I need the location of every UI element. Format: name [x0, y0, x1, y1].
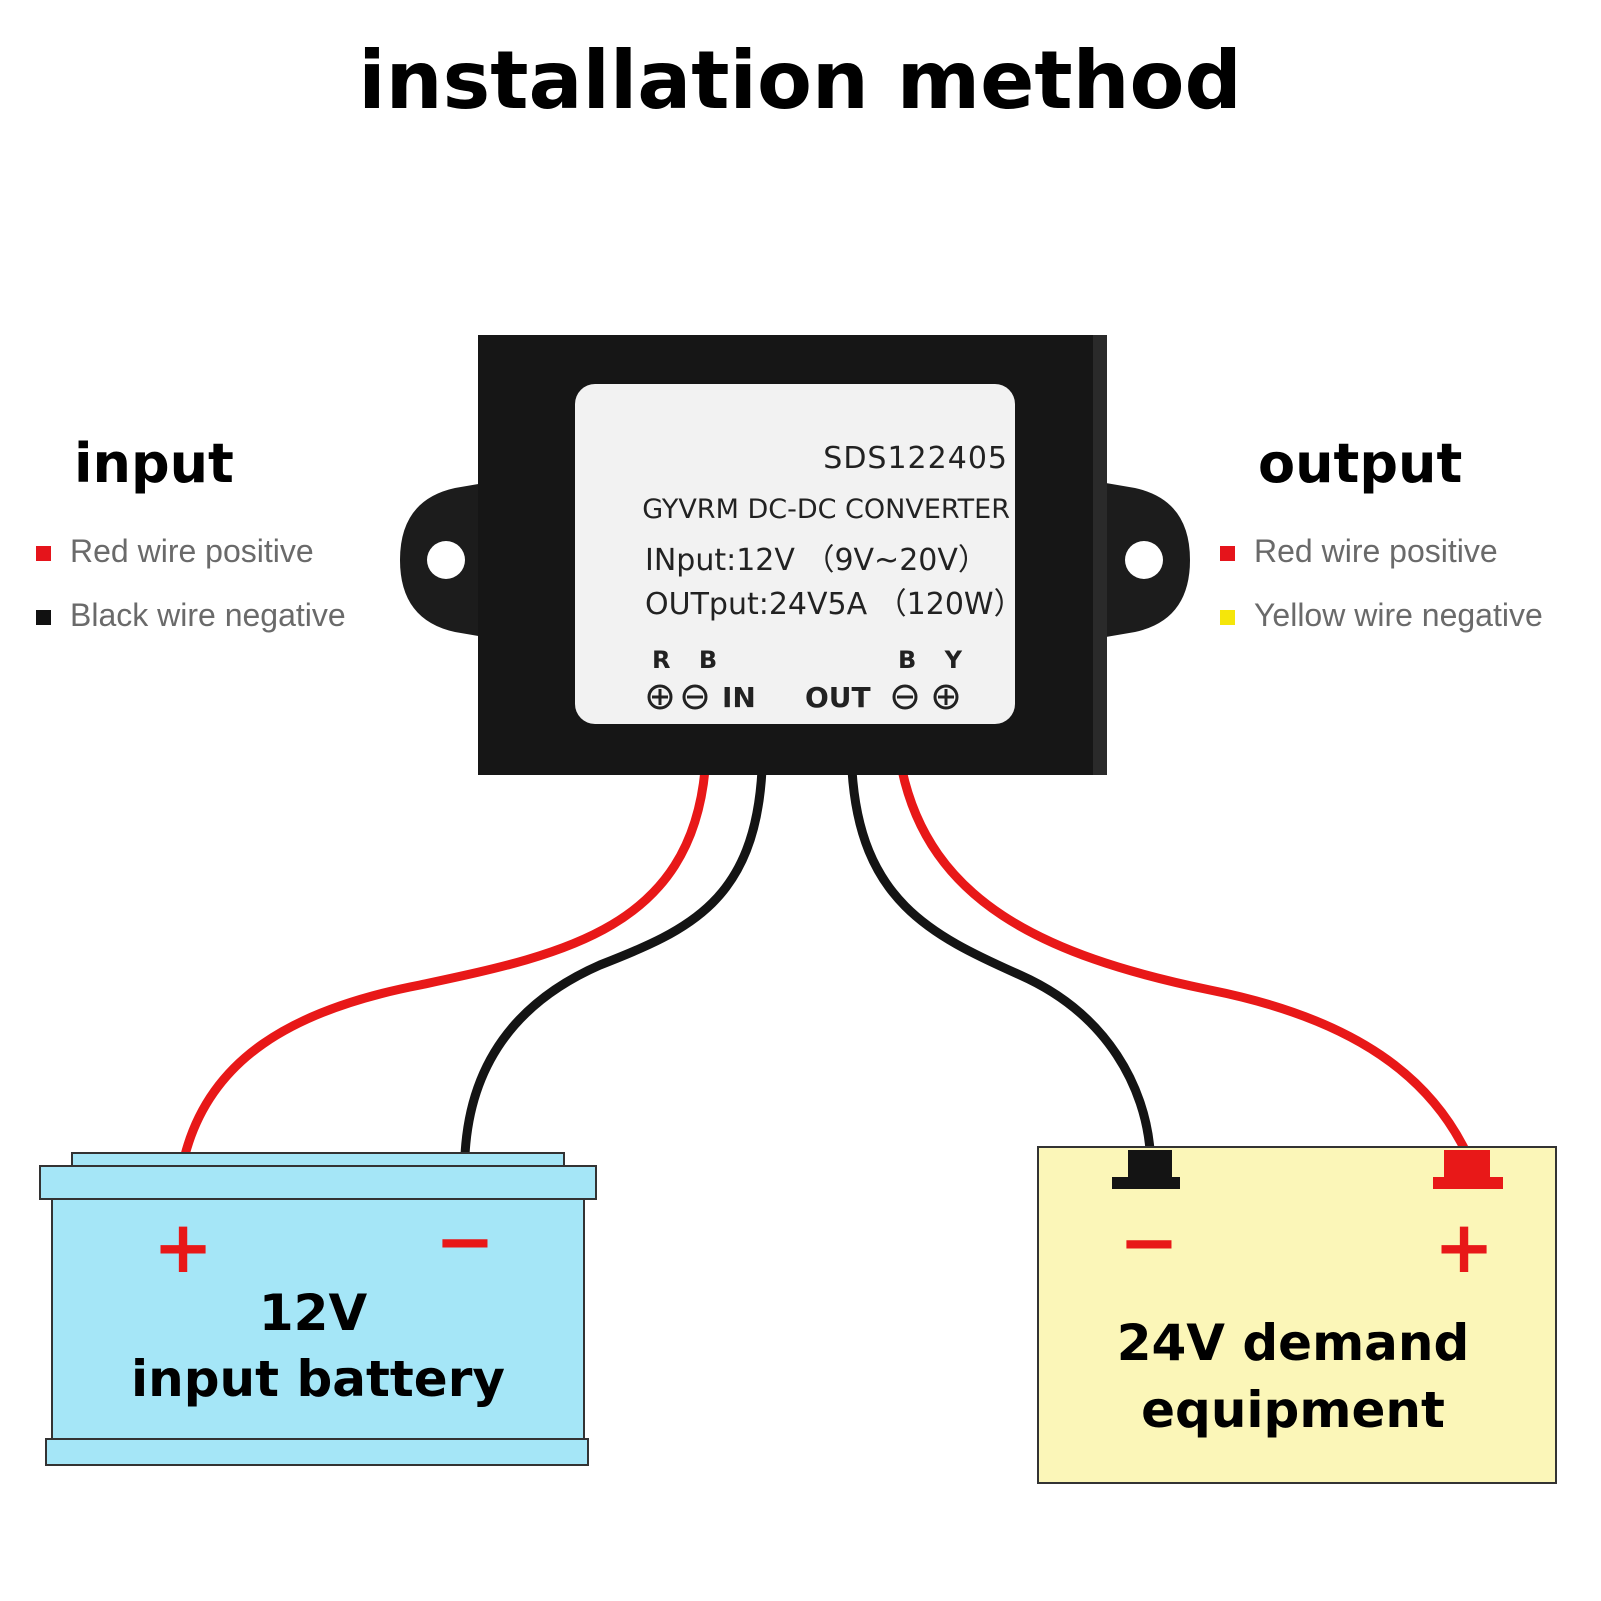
equipment-positive-terminal [1444, 1150, 1490, 1177]
converter-output-spec: OUTput:24V5A （120W） [645, 587, 1024, 622]
dc-dc-converter: SDS122405 GYVRM DC-DC CONVERTER INput:12… [400, 335, 1190, 775]
minus-circle-icon [682, 684, 708, 710]
battery-voltage-label: 12V [259, 1284, 368, 1342]
black-swatch-icon [36, 610, 51, 625]
page-title: installation method [358, 34, 1242, 127]
yellow-swatch-icon [1220, 610, 1235, 625]
output-yellow-wire-label: Yellow wire negative [1254, 597, 1543, 633]
red-swatch-icon [1220, 546, 1235, 561]
output-red-wire-label: Red wire positive [1254, 533, 1498, 569]
plus-circle-icon [933, 684, 959, 710]
output-red-wire [897, 765, 1470, 1155]
converter-label-plate [575, 384, 1015, 724]
equipment-plus-sign: + [1434, 1205, 1494, 1289]
battery-base [45, 1438, 589, 1466]
plus-circle-icon [647, 684, 673, 710]
red-swatch-icon [36, 546, 51, 561]
battery-description-label: input battery [131, 1350, 505, 1408]
minus-circle-icon [892, 684, 918, 710]
battery-plus-sign: + [153, 1205, 213, 1289]
in-label: IN [722, 681, 756, 714]
input-black-wire [460, 765, 767, 1160]
input-red-wire [180, 765, 710, 1160]
battery-minus-sign: − [435, 1199, 495, 1283]
battery-cap-top [71, 1152, 565, 1167]
out-label: OUT [805, 681, 871, 714]
out-wire-letters: B Y [898, 646, 972, 674]
equipment-voltage-label: 24V demand [1117, 1314, 1470, 1372]
input-red-wire-label: Red wire positive [70, 533, 314, 569]
input-black-wire-label: Black wire negative [70, 597, 346, 633]
equipment-negative-terminal [1128, 1150, 1172, 1177]
converter-model: SDS122405 [823, 441, 1008, 476]
equipment-description-label: equipment [1141, 1381, 1445, 1439]
converter-input-spec: INput:12V （9V~20V） [645, 543, 988, 578]
input-legend: input Red wire positive Black wire negat… [36, 432, 346, 633]
battery-lid [39, 1165, 597, 1200]
output-legend: output Red wire positive Yellow wire neg… [1220, 432, 1543, 633]
input-battery [39, 1152, 597, 1466]
wires [180, 765, 1470, 1160]
output-heading: output [1258, 432, 1462, 495]
demand-equipment [1037, 1146, 1557, 1484]
left-mounting-hole [427, 541, 465, 579]
battery-body [51, 1198, 585, 1440]
equipment-box [1037, 1146, 1557, 1484]
right-mounting-hole [1125, 541, 1163, 579]
input-heading: input [74, 432, 234, 495]
equipment-minus-sign: − [1119, 1200, 1179, 1284]
output-black-wire [847, 765, 1155, 1155]
in-wire-letters: R B [652, 646, 727, 674]
converter-name: GYVRM DC-DC CONVERTER [642, 494, 1010, 525]
